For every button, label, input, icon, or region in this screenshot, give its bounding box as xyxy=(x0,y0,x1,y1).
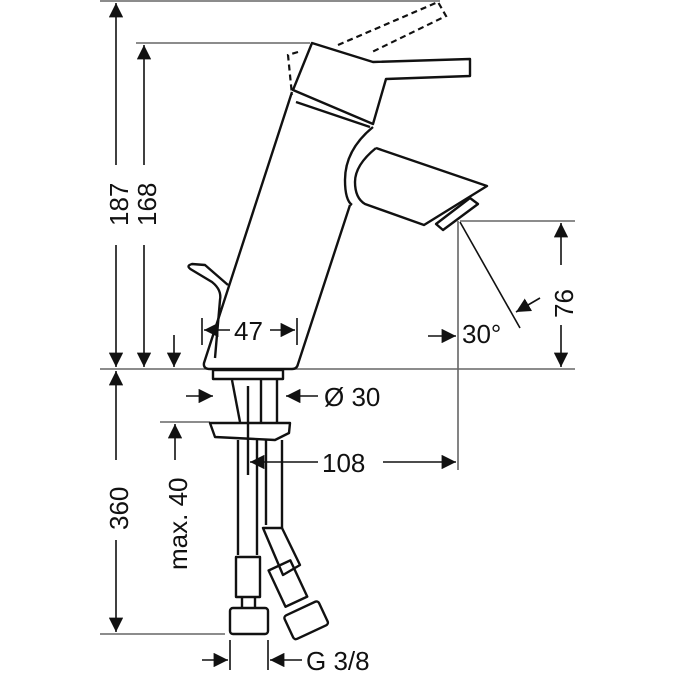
dimension-label-thread: G 3/8 xyxy=(306,646,370,675)
dimension-label-max40: max. 40 xyxy=(163,478,193,571)
faucet-body xyxy=(187,41,489,641)
dimension-47 xyxy=(201,318,298,345)
dimension-label-108: 108 xyxy=(322,448,365,478)
dimension-label-360: 360 xyxy=(104,487,134,530)
dimension-label-47: 47 xyxy=(234,316,263,346)
lever-alternate-position xyxy=(286,0,448,96)
dimension-thread xyxy=(202,640,302,670)
dimension-label-angle: 30° xyxy=(462,319,501,349)
extension-lines xyxy=(100,0,575,635)
dimension-label-76: 76 xyxy=(549,289,579,318)
angle-arrow-left xyxy=(515,297,541,313)
dimension-label-187: 187 xyxy=(104,183,134,226)
angle-ray xyxy=(459,221,521,329)
dimension-label-diameter-30: Ø 30 xyxy=(324,382,380,412)
dimension-label-168: 168 xyxy=(132,183,162,226)
